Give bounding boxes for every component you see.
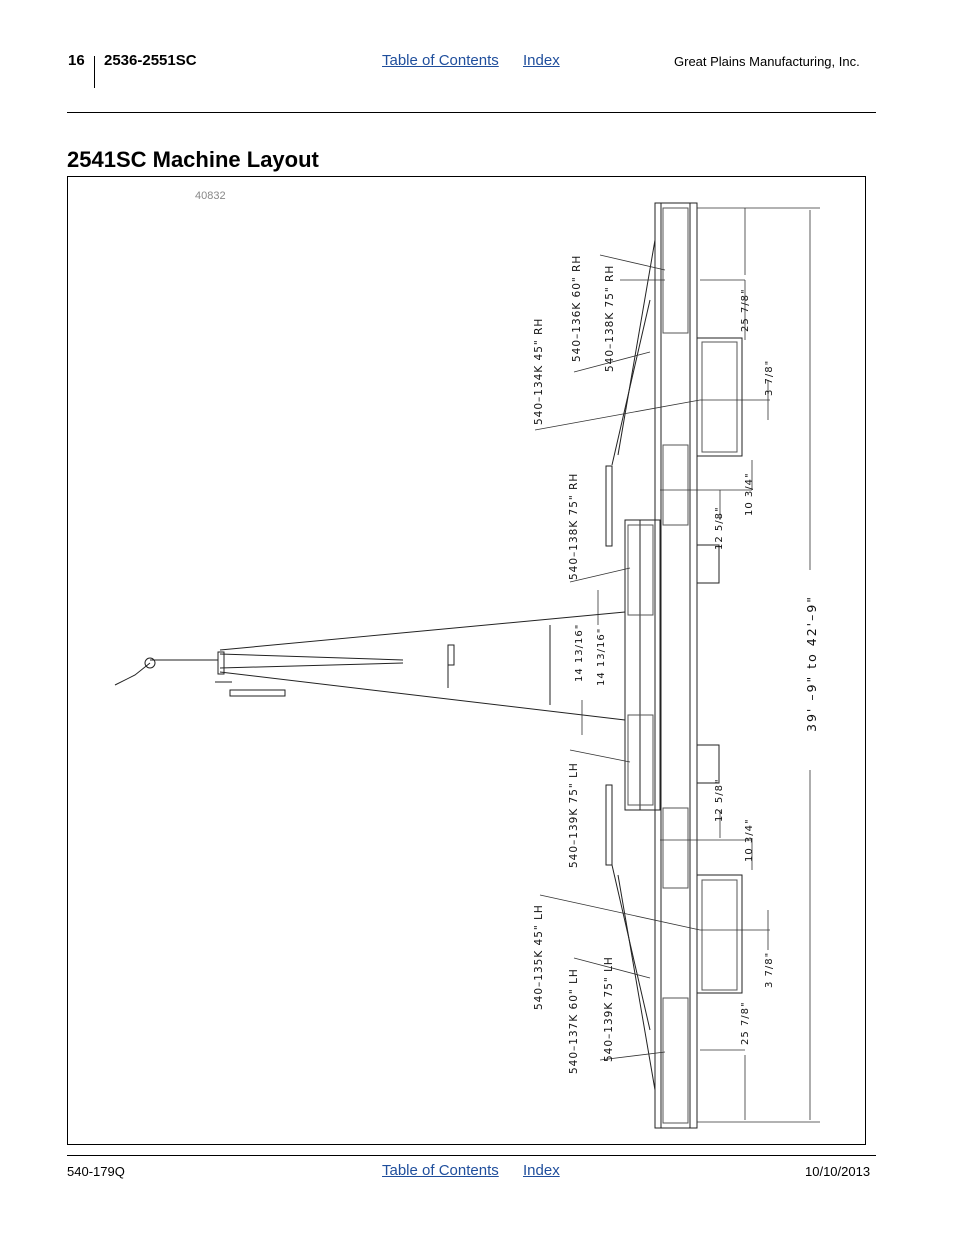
company-name: Great Plains Manufacturing, Inc.	[674, 54, 860, 69]
dim-top-25-7-8: 25 7/8"	[740, 288, 751, 332]
index-link[interactable]: Index	[523, 52, 560, 69]
dim-mid-14-13-16-b: 14 13/16"	[596, 628, 607, 686]
page-title: 2541SC Machine Layout	[67, 147, 319, 172]
part-label-540-139k-b: 540–139K 75" LH	[603, 956, 615, 1062]
footer-index-link[interactable]: Index	[523, 1162, 560, 1179]
dim-top-12-5-8: 12 5/8"	[714, 506, 725, 550]
dim-bot-12-5-8: 12 5/8"	[714, 778, 725, 822]
part-label-540-138k-a: 540–138K 75" RH	[604, 265, 616, 372]
publication-date: 10/10/2013	[805, 1164, 871, 1179]
header-rule	[67, 112, 876, 113]
overall-width-dimension: 39' –9" to 42'–9"	[804, 595, 819, 732]
part-label-540-137k: 540–137K 60" LH	[568, 968, 580, 1074]
part-label-540-134k: 540–134K 45" RH	[533, 318, 545, 425]
model-range: 2536-2551SC	[104, 52, 197, 69]
dim-bot-10-3-4: 10 3/4"	[744, 818, 755, 862]
part-label-540-136k: 540–136K 60" RH	[571, 255, 583, 362]
figure-frame	[67, 176, 866, 1145]
dim-bot-3-7-8: 3 7/8"	[764, 952, 775, 988]
header-divider	[94, 56, 95, 88]
document-number: 540-179Q	[67, 1164, 125, 1179]
footer-rule	[67, 1155, 876, 1156]
dim-bot-25-7-8: 25 7/8"	[740, 1001, 751, 1045]
dim-mid-14-13-16-a: 14 13/16"	[574, 624, 585, 682]
dim-top-10-3-4: 10 3/4"	[744, 472, 755, 516]
page-number: 16	[68, 52, 85, 69]
table-of-contents-link[interactable]: Table of Contents	[382, 52, 499, 69]
footer-table-of-contents-link[interactable]: Table of Contents	[382, 1162, 499, 1179]
part-label-540-138k-b: 540–138K 75" RH	[568, 473, 580, 580]
part-label-540-135k: 540–135K 45" LH	[533, 904, 545, 1010]
figure-number: 40832	[195, 190, 226, 202]
part-label-540-139k-a: 540–139K 75" LH	[568, 762, 580, 868]
dim-top-3-7-8: 3 7/8"	[764, 360, 775, 396]
